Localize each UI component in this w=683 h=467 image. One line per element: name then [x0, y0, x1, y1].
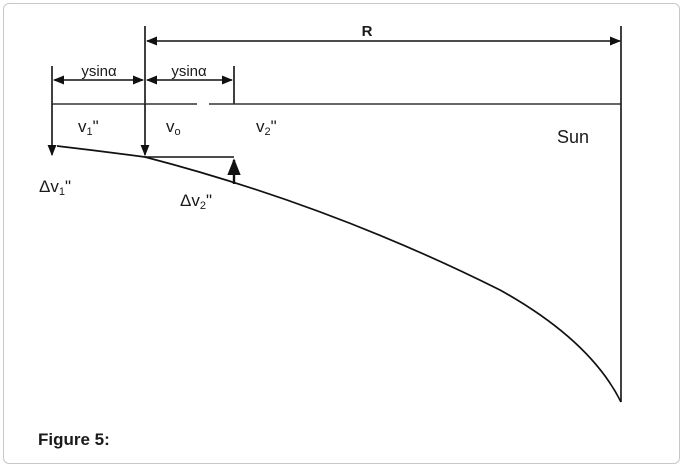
- dv2-label: Δv2": [180, 191, 212, 212]
- orbit-curve: [56, 145, 622, 403]
- seg2-label: ysinα: [171, 63, 207, 80]
- r-label: R: [362, 23, 373, 40]
- v2-label: v2": [256, 117, 277, 138]
- sun-label: Sun: [557, 127, 589, 147]
- seg1-label: ysinα: [81, 63, 117, 80]
- v1-label: v1": [78, 117, 99, 138]
- dv1-label: Δv1": [39, 177, 71, 198]
- figure-caption: Figure 5:: [38, 430, 110, 449]
- v0-label: vo: [166, 117, 181, 138]
